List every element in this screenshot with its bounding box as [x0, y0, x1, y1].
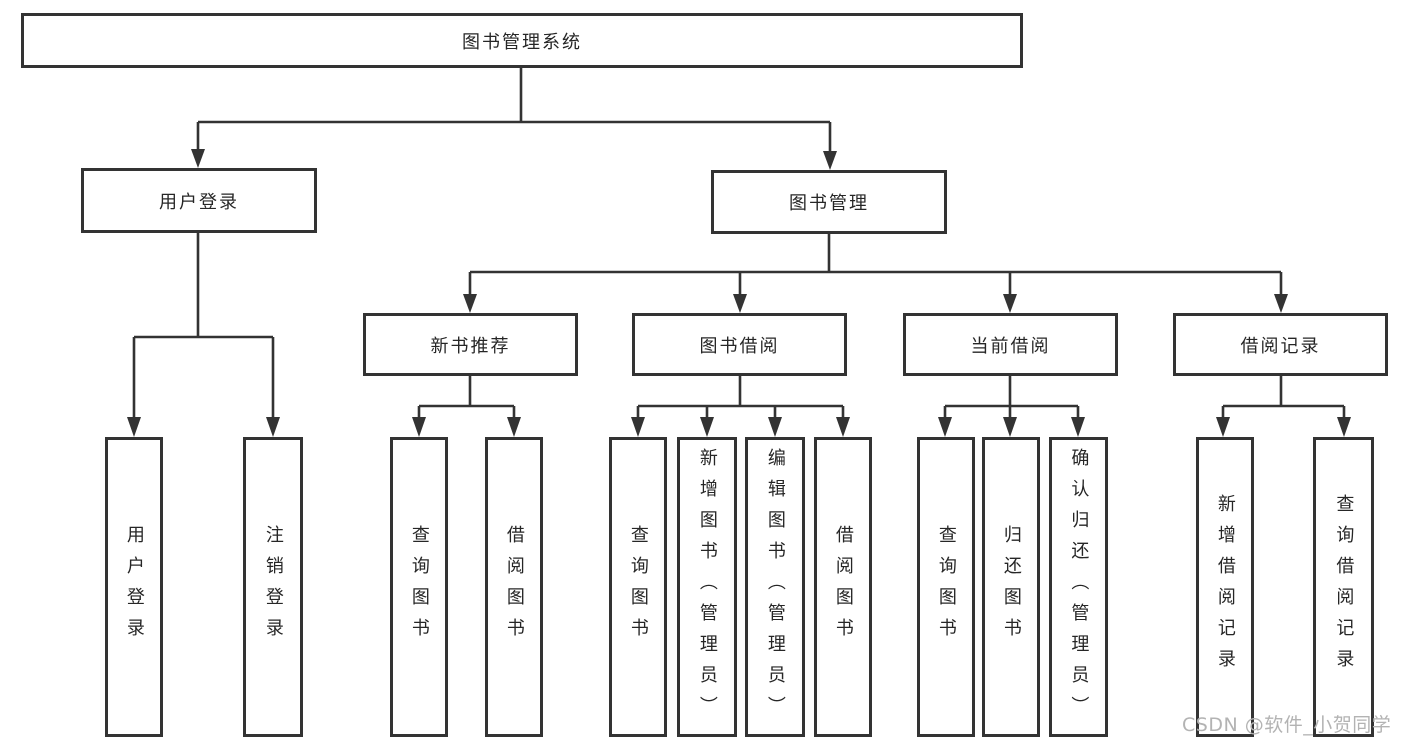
node-new-book-recommend-label: 新书推荐 [430, 335, 511, 357]
node-current-borrowing-label: 当前借阅 [970, 335, 1051, 357]
node-root-label: 图书管理系统 [462, 31, 582, 53]
leaf-user-login: 用户登录 [105, 437, 163, 737]
node-borrowing-records: 借阅记录 [1173, 313, 1388, 376]
leaf-query-borrow-record-label: 查询借阅记录 [1333, 494, 1355, 680]
node-user-login-label: 用户登录 [159, 191, 239, 213]
leaf-user-login-label: 用户登录 [123, 525, 145, 649]
leaf-logout: 注销登录 [243, 437, 303, 737]
leaf-confirm-return-admin: 确认归还（管理员） [1049, 437, 1108, 737]
node-root-system: 图书管理系统 [21, 13, 1023, 68]
node-book-borrowing-label: 图书借阅 [699, 335, 780, 357]
leaf-add-books-admin: 新增图书（管理员） [677, 437, 737, 737]
node-book-borrowing: 图书借阅 [632, 313, 847, 376]
leaf-borrow-books-borrowing: 借阅图书 [814, 437, 872, 737]
leaf-query-borrow-record: 查询借阅记录 [1313, 437, 1374, 737]
csdn-watermark: CSDN @软件_小贺同学 [1182, 714, 1392, 736]
leaf-query-books-borrowing-label: 查询图书 [627, 525, 649, 649]
node-book-management-label: 图书管理 [789, 193, 869, 214]
leaf-add-books-admin-label: 新增图书（管理员） [696, 447, 718, 727]
leaf-borrow-books-recommend-label: 借阅图书 [503, 525, 525, 649]
node-user-login: 用户登录 [81, 168, 317, 233]
node-book-management: 图书管理 [711, 170, 947, 234]
leaf-add-borrow-record: 新增借阅记录 [1196, 437, 1254, 737]
leaf-query-books-current-label: 查询图书 [935, 525, 957, 649]
node-new-book-recommend: 新书推荐 [363, 313, 578, 376]
leaf-return-books: 归还图书 [982, 437, 1040, 737]
leaf-edit-books-admin-label: 编辑图书（管理员） [764, 447, 786, 727]
node-borrowing-records-label: 借阅记录 [1240, 335, 1321, 357]
leaf-return-books-label: 归还图书 [1000, 525, 1022, 649]
leaf-logout-label: 注销登录 [262, 525, 284, 649]
node-current-borrowing: 当前借阅 [903, 313, 1118, 376]
leaf-query-books-current: 查询图书 [917, 437, 975, 737]
leaf-borrow-books-recommend: 借阅图书 [485, 437, 543, 737]
arrowheads [127, 149, 1351, 437]
leaf-edit-books-admin: 编辑图书（管理员） [745, 437, 805, 737]
leaf-borrow-books-borrowing-label: 借阅图书 [832, 525, 854, 649]
leaf-add-borrow-record-label: 新增借阅记录 [1214, 494, 1236, 680]
leaf-confirm-return-admin-label: 确认归还（管理员） [1068, 447, 1090, 727]
leaf-query-books-recommend: 查询图书 [390, 437, 448, 737]
leaf-query-books-recommend-label: 查询图书 [408, 525, 430, 649]
leaf-query-books-borrowing: 查询图书 [609, 437, 667, 737]
